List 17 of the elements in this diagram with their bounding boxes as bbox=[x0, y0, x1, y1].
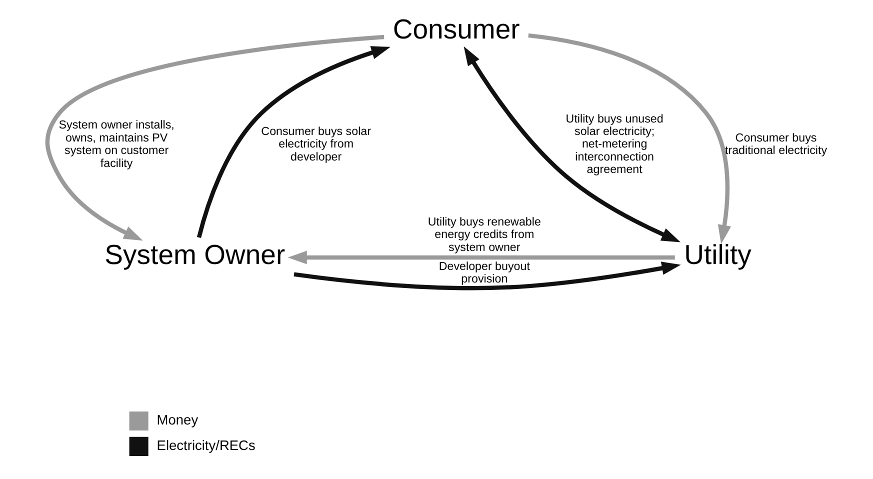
arrow bbox=[294, 262, 681, 290]
edge-label: Consumer buys traditional electricity bbox=[724, 131, 828, 158]
edge-label: Consumer buys solar electricity from developer bbox=[261, 125, 372, 164]
legend-label: Money bbox=[156, 412, 198, 428]
edge-label: System owner installs, owns, maintains PV system on customer facility bbox=[58, 118, 174, 170]
edge-label: Developer buyout provision bbox=[438, 260, 530, 286]
arrow bbox=[288, 250, 675, 264]
arrow bbox=[464, 46, 681, 242]
edge-label: Utility buys renewable energy credits from system owner bbox=[428, 216, 541, 254]
arrow bbox=[528, 33, 732, 244]
legend-label: Electricity/RECs bbox=[156, 438, 256, 454]
node-text: Consumer bbox=[392, 14, 520, 45]
arrow bbox=[45, 34, 384, 241]
node-text: System Owner bbox=[104, 239, 286, 270]
edge-label: Utility buys unused solar electricity; net-metering interconnection agreement bbox=[566, 112, 664, 176]
arrow bbox=[196, 46, 390, 238]
node-text: Utility bbox=[684, 239, 752, 270]
